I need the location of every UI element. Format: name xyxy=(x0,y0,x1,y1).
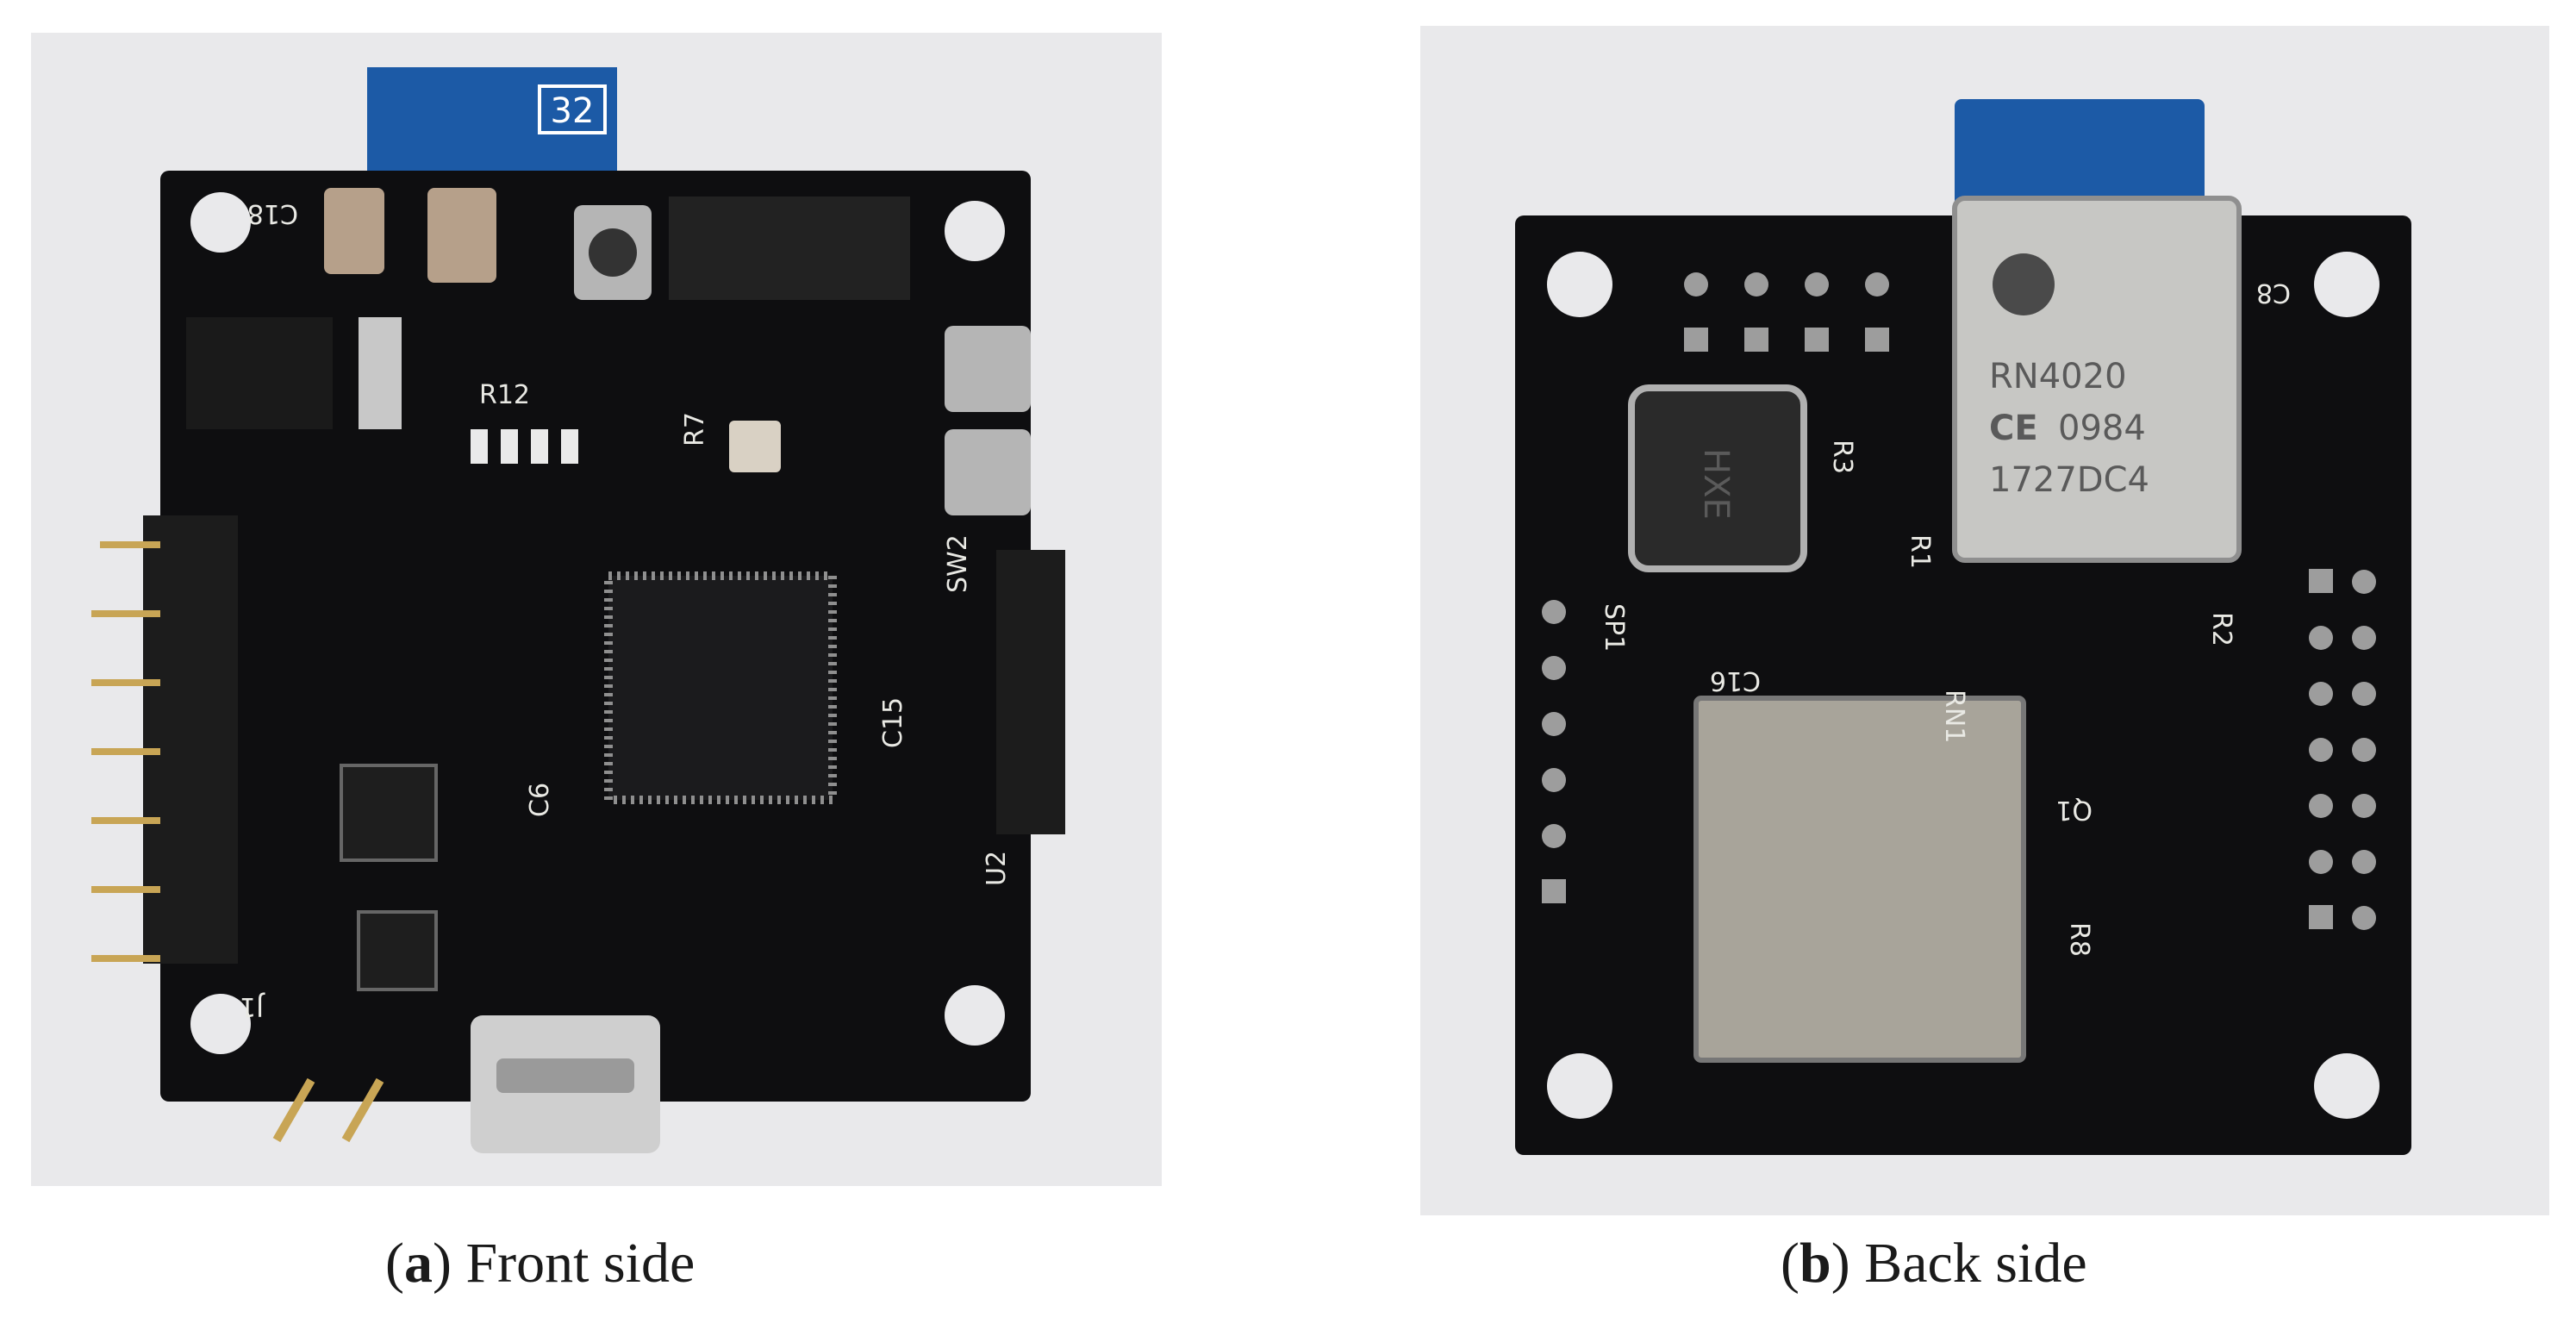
push-button xyxy=(945,429,1031,515)
silk-label: C16 xyxy=(1710,665,1761,696)
capacitor xyxy=(324,188,384,274)
mounting-hole xyxy=(2314,252,2380,317)
module-badge-text: 32 xyxy=(551,91,595,131)
led-row xyxy=(471,429,578,464)
caption-letter: a xyxy=(403,1232,433,1295)
module-model: RN4020 xyxy=(1989,357,2127,396)
mounting-hole xyxy=(1547,252,1612,317)
silk-label: R2 xyxy=(2206,612,2236,646)
module-code: 1727DC4 xyxy=(1989,460,2149,500)
module-cert: 0984 xyxy=(2058,409,2146,448)
caption-text: Front side xyxy=(465,1232,695,1295)
back-side-board-image: RN4020 CE 0984 1727DC4 HXE C8 xyxy=(1420,26,2549,1215)
ce-mark: CE xyxy=(1989,409,2038,448)
silk-label: U2 xyxy=(982,851,1012,886)
silk-label: C6 xyxy=(525,783,555,817)
pin-header xyxy=(669,197,910,300)
front-side-photo: 32 xyxy=(31,33,1162,1186)
push-button xyxy=(945,326,1031,412)
silk-label: R3 xyxy=(1827,440,1857,474)
silk-label: J1 xyxy=(240,991,265,1021)
caption-front-side: (a) Front side xyxy=(385,1232,695,1295)
buzzer-mark: HXE xyxy=(1696,448,1736,520)
silk-label: Q1 xyxy=(2055,795,2093,825)
caption-text: Back side xyxy=(1864,1232,2087,1295)
silk-label: R8 xyxy=(2064,922,2094,957)
left-pads xyxy=(1542,600,1566,903)
silk-label: SP1 xyxy=(1599,603,1629,652)
pin-header-left xyxy=(143,515,238,964)
caption-back-side: (b) Back side xyxy=(1781,1232,2087,1295)
mounting-hole xyxy=(2314,1053,2380,1119)
header-pins xyxy=(91,541,160,962)
front-side-board-image: 32 xyxy=(31,33,1162,1186)
module-badge-frame xyxy=(538,84,607,134)
pcb-board xyxy=(160,171,1031,1102)
pin xyxy=(272,1077,315,1143)
mcu-chip xyxy=(604,571,837,804)
crystal xyxy=(729,421,781,472)
usb-port xyxy=(496,1058,634,1093)
regulator-tab xyxy=(359,317,402,429)
back-side-photo: RN4020 CE 0984 1727DC4 HXE C8 xyxy=(1420,26,2549,1215)
sd-card-slot xyxy=(1693,696,2026,1063)
mounting-hole xyxy=(945,985,1005,1046)
mounting-hole xyxy=(190,994,251,1054)
right-pads xyxy=(2309,569,2376,930)
voltage-regulator xyxy=(186,317,333,429)
microchip-logo xyxy=(1993,253,2055,315)
pin-header-right xyxy=(996,550,1065,834)
sensor-chip xyxy=(340,764,438,862)
silk-label: SW2 xyxy=(943,534,973,593)
silk-label: RN1 xyxy=(1939,690,1969,743)
mounting-hole xyxy=(1547,1053,1612,1119)
silk-label: R7 xyxy=(680,412,710,446)
silk-label: C15 xyxy=(878,697,908,748)
caption-letter: b xyxy=(1799,1232,1831,1295)
buzzer xyxy=(1628,384,1807,572)
silk-label: R1 xyxy=(1905,534,1935,569)
silk-label: C8 xyxy=(2256,278,2291,308)
pin xyxy=(341,1077,384,1143)
push-button-cap xyxy=(589,228,637,277)
mounting-hole xyxy=(945,201,1005,261)
capacitor xyxy=(427,188,496,283)
silk-label: R12 xyxy=(479,380,530,410)
silk-label: C18 xyxy=(247,198,298,228)
sensor-chip xyxy=(357,910,438,991)
top-pads xyxy=(1684,272,1889,352)
mounting-hole xyxy=(190,192,251,253)
